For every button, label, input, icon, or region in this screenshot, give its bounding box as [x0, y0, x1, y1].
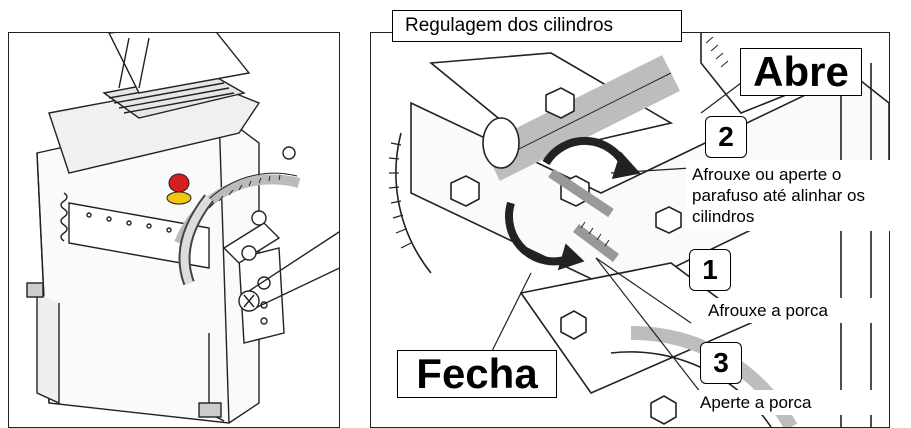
step-1-badge: 1	[689, 249, 731, 291]
diagram-title: Regulagem dos cilindros	[392, 10, 682, 42]
step-2-badge: 2	[705, 116, 747, 158]
machine-drawing	[26, 33, 339, 424]
step-3-caption: Aperte a porca	[692, 390, 884, 415]
step-1-caption: Afrouxe a porca	[700, 298, 888, 323]
detail-drawing	[388, 33, 889, 427]
diagram-title-text: Regulagem dos cilindros	[405, 15, 614, 36]
step-2-caption: Afrouxe ou aperte o parafuso até alinhar…	[686, 160, 911, 231]
close-direction-label: Fecha	[397, 350, 557, 398]
step-3-badge: 3	[700, 342, 742, 384]
machine-overview-illustration	[8, 32, 340, 428]
open-direction-label: Abre	[740, 48, 862, 96]
